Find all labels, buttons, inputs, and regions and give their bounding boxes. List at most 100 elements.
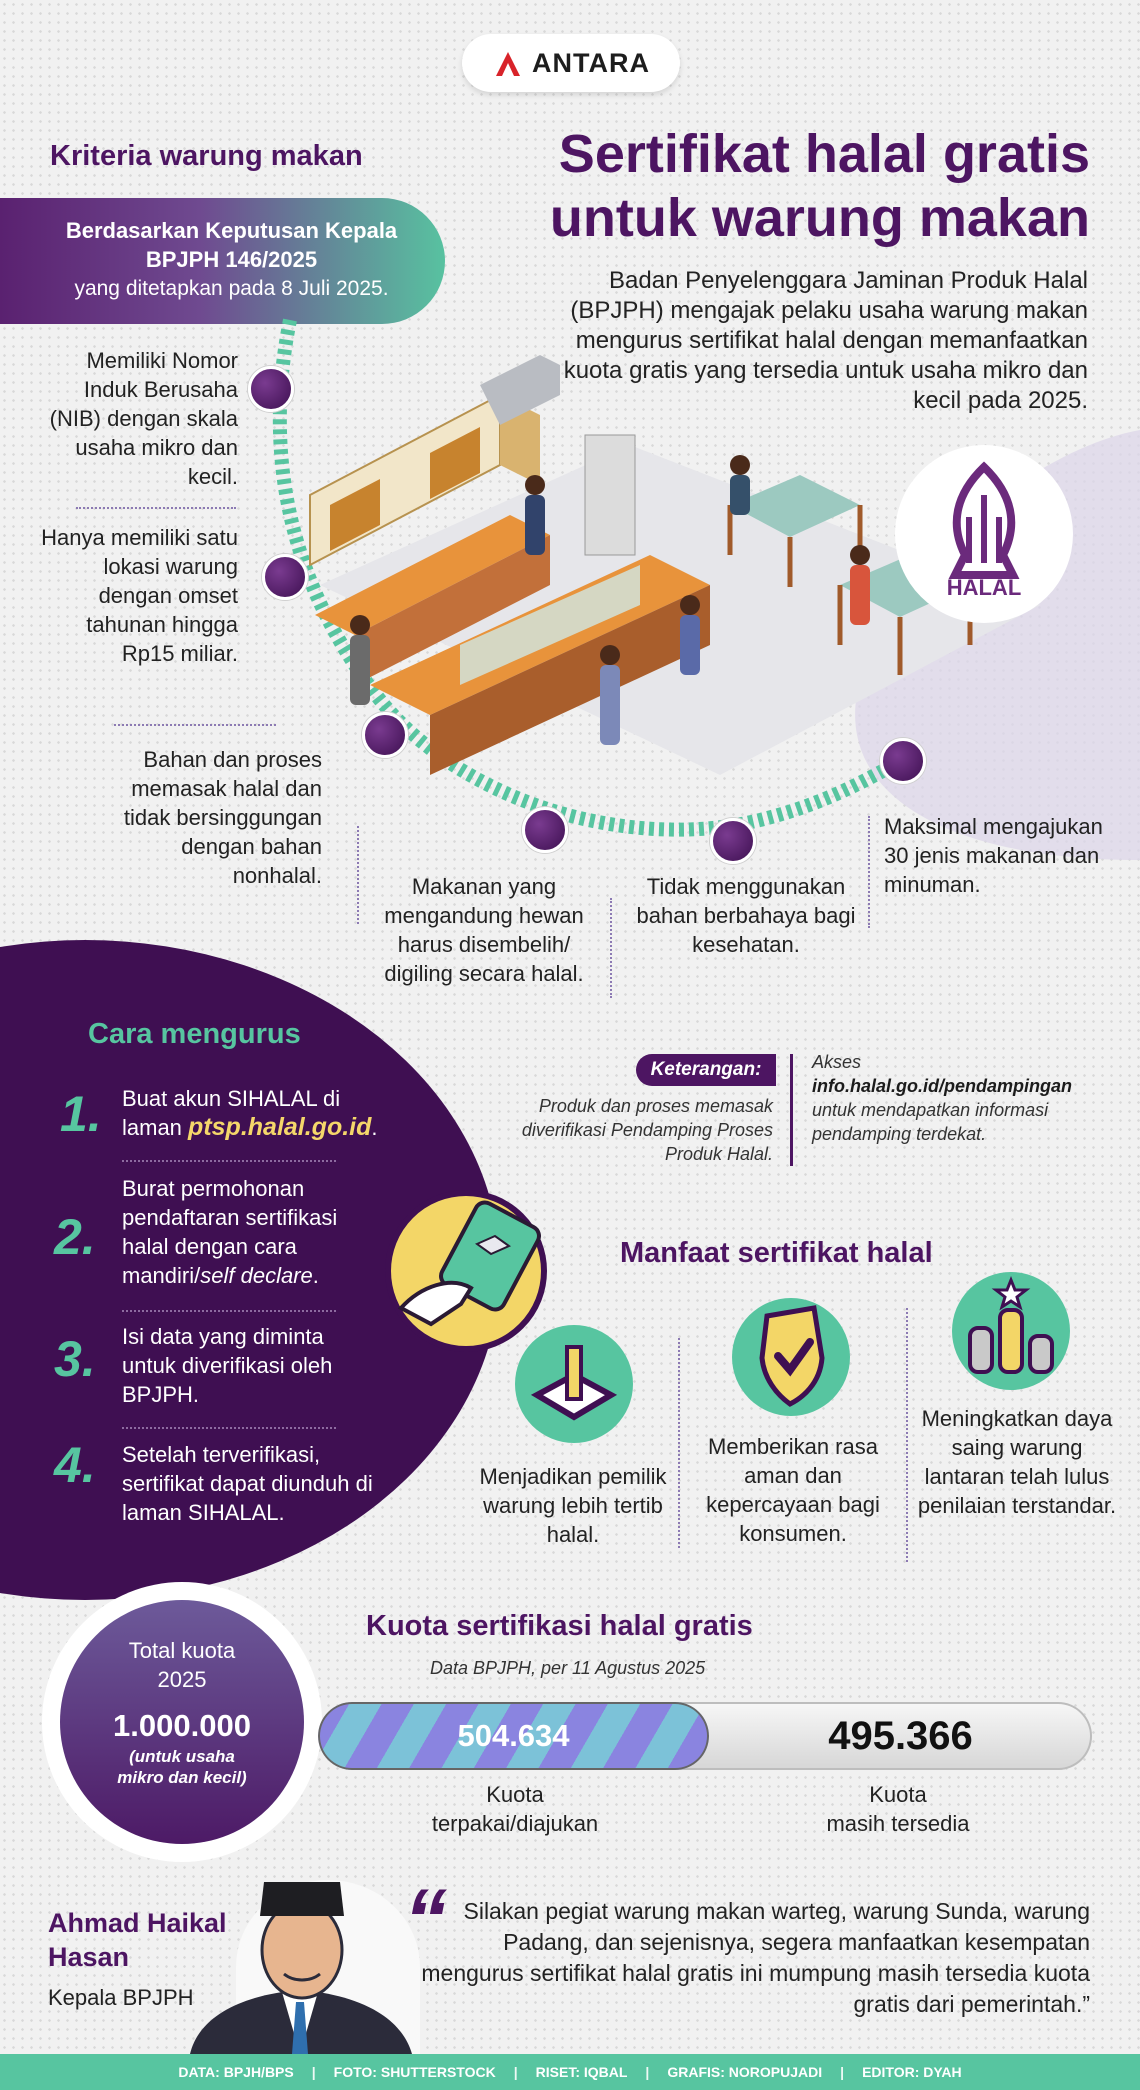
halal-logo-icon [948,461,1020,579]
keterangan-label: Keterangan: [636,1054,776,1086]
quote-mark: “ [404,1872,447,1968]
manfaat-1-text: Menjadikan pemilik warung lebih tertib h… [479,1464,667,1547]
criteria-path [272,318,908,837]
credit-graphics: GRAFIS: NOROPUJADI [667,2064,823,2080]
intro-text: Badan Penyelenggara Jaminan Produk Halal… [563,267,1088,414]
antara-logo-icon [496,52,520,76]
shield-check-icon [732,1298,850,1416]
akses-info: Akses info.halal.go.id/pendampingan untu… [812,1050,1112,1146]
criteria-divider [868,816,870,928]
criteria-dot [262,554,308,600]
keterangan-divider [790,1054,793,1166]
portrait-illustration [190,1882,412,2054]
cara-title: Cara mengurus [88,1018,301,1050]
quota-total-label-a: Total kuota [128,1638,236,1663]
quota-used-label-a: Kuota [486,1782,544,1807]
criteria-3: Bahan dan proses memasak halal dan tidak… [123,747,322,888]
criteria-dot [880,738,926,784]
criteria-4: Makanan yang mengandung hewan harus dise… [384,874,584,986]
keterangan-text: Produk dan proses memasak diverifikasi P… [521,1096,773,1164]
step-divider [122,1310,336,1312]
title-line-2: untuk warung makan [549,188,1090,248]
title-line-1: Sertifikat halal gratis [558,124,1090,184]
criteria-dot [362,712,408,758]
criteria-6: Maksimal mengajukan 30 jenis makanan dan… [884,814,1103,897]
step-4-text: Setelah terverifikasi, sertifikat dapat … [122,1442,373,1525]
step-number: 3. [54,1331,96,1387]
quota-progress-bar [318,1702,1092,1770]
step-2-text: Burat permohonan pendaftaran sertifikasi… [122,1174,384,1290]
quota-progress-fill [318,1702,709,1770]
credit-research: RISET: IQBAL [535,2064,628,2080]
manfaat-title: Manfaat sertifikat halal [620,1237,933,1269]
credit-separator: | [311,2064,316,2080]
credit-photo: FOTO: SHUTTERSTOCK [333,2064,496,2080]
step-2-text-b: . [312,1263,319,1288]
pendampingan-link[interactable]: info.halal.go.id/pendampingan [812,1076,1072,1096]
step-divider [122,1427,336,1429]
criteria-dot [710,818,756,864]
quota-total-note: (untuk usaha mikro dan kecil) [117,1747,247,1787]
decree-line-2: BPJPH 146/2025 [145,247,318,272]
decree-line-1: Berdasarkan Keputusan Kepala [65,218,398,243]
quota-total-label-b: 2025 [157,1667,207,1692]
criteria-divider [610,898,612,998]
credits-footer: DATA: BPJH/BPS | FOTO: SHUTTERSTOCK | RI… [0,2054,1140,2090]
step-3-text: Isi data yang diminta untuk diverifikasi… [122,1324,333,1407]
manfaat-divider [906,1308,908,1562]
criteria-dot [522,807,568,853]
quote-text: Silakan pegiat warung makan warteg, waru… [421,1898,1090,2017]
criteria-dot [248,366,294,412]
step-1-text-b: . [371,1115,378,1140]
step-divider [122,1160,336,1162]
criteria-divider [357,826,359,924]
quota-used-value: 504.634 [457,1718,570,1753]
criteria-5: Tidak menggunakan bahan berbahaya bagi k… [636,874,856,957]
akses-text-a: Akses [812,1052,862,1072]
antara-logo: ANTARA [462,34,680,92]
criteria-divider [114,724,276,726]
step-number: 2. [54,1209,96,1265]
quota-title: Kuota sertifikasi halal gratis [366,1610,753,1642]
manfaat-2-text: Memberikan rasa aman dan kepercayaan bag… [706,1434,880,1546]
quota-total: Total kuota 2025 1.000.000 (untuk usaha … [60,1600,304,1844]
quota-total-value: 1.000.000 [113,1708,251,1743]
decree-line-3: yang ditetapkan pada 8 Juli 2025. [74,277,389,300]
quota-used-label-b: terpakai/diajukan [431,1811,599,1836]
manfaat-3-text: Meningkatkan daya saing warung lantaran … [917,1406,1117,1518]
step-2-text-a: Burat permohonan pendaftaran sertifikasi… [122,1176,338,1288]
credit-separator: | [513,2064,518,2080]
quote-person-role: Kepala BPJPH [48,1985,194,2010]
step-number: 4. [54,1437,96,1493]
step-1-text-a: Buat akun SIHALAL di laman [122,1086,341,1140]
kriteria-title: Kriteria warung makan [50,140,363,172]
step-2-italic: self declare [200,1263,313,1288]
halal-logo-text: HALAL [946,575,1022,600]
quota-remaining-label-b: masih tersedia [826,1811,970,1836]
step-number: 1. [60,1086,102,1142]
podium-star-icon [952,1272,1070,1390]
quota-remaining-label: Kuota masih tersedia [788,1780,1008,1838]
kitchen-illustration [309,355,1040,775]
sihalal-link[interactable]: ptsp.halal.go.id [188,1113,372,1141]
credit-data: DATA: BPJH/BPS [178,2064,294,2080]
page-title: Sertifikat halal gratis untuk warung mak… [505,122,1090,250]
decree-banner: Berdasarkan Keputusan Kepala BPJPH 146/2… [0,198,445,324]
credit-editor: EDITOR: DYAH [862,2064,962,2080]
phone-hand-icon [397,1200,541,1327]
logo-text: ANTARA [532,47,650,78]
quota-remaining-label-a: Kuota [869,1782,927,1807]
quota-source: Data BPJPH, per 11 Agustus 2025 [430,1658,706,1678]
quote-person-name: Ahmad Haikal Hasan [48,1906,227,1974]
akses-text-b: untuk mendapatkan informasi pendamping t… [812,1100,1049,1144]
quote-name-line-1: Ahmad Haikal [48,1908,227,1938]
credit-separator: | [645,2064,650,2080]
checkbox-icon [515,1325,633,1443]
phone-illustration [385,1190,547,1352]
manfaat-divider [678,1338,680,1548]
credit-separator: | [840,2064,845,2080]
halal-logo-badge: HALAL [895,445,1073,623]
criteria-2: Hanya memiliki satu lokasi warung dengan… [41,525,238,666]
step-1-text: Buat akun SIHALAL di laman ptsp.halal.go… [122,1084,382,1142]
